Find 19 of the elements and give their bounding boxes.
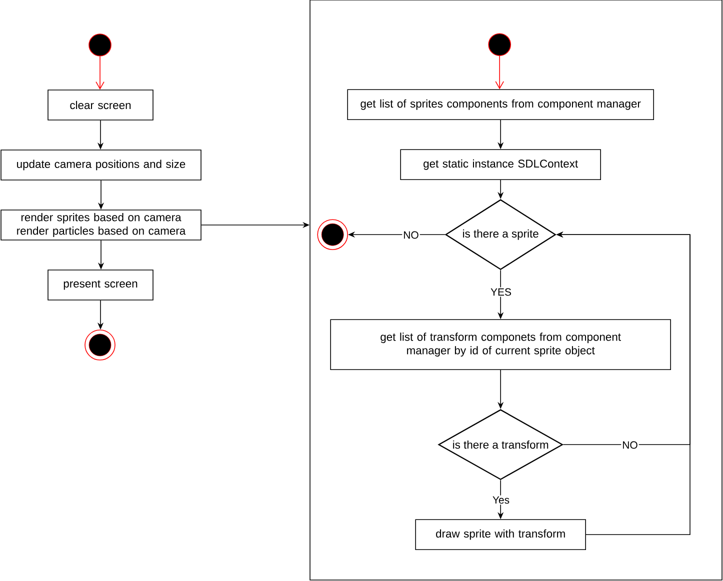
process-box: get list of transform componets from component manager by id of current sprite object — [330, 319, 671, 370]
end-circle — [84, 330, 116, 360]
process-box: update camera positions and size — [0, 150, 202, 180]
start-circle — [88, 34, 112, 56]
process-box: get static instance SDLContext — [400, 149, 601, 180]
edge-label: Yes — [491, 495, 511, 505]
arrow — [495, 56, 504, 90]
container-frame — [310, 0, 722, 580]
edge-label: NO — [621, 440, 639, 450]
process-box: get list of sprites components from component manager — [347, 89, 654, 120]
process-box: render sprites based on camera render particles based on camera — [0, 210, 202, 240]
edge-label: YES — [490, 287, 512, 297]
process-box: draw sprite with transform — [415, 519, 586, 550]
end-circle — [317, 219, 348, 250]
start-circle — [488, 33, 511, 56]
edge-label: NO — [402, 230, 420, 240]
process-box: present screen — [48, 270, 154, 300]
arrow — [96, 56, 104, 90]
process-box: clear screen — [48, 90, 154, 120]
